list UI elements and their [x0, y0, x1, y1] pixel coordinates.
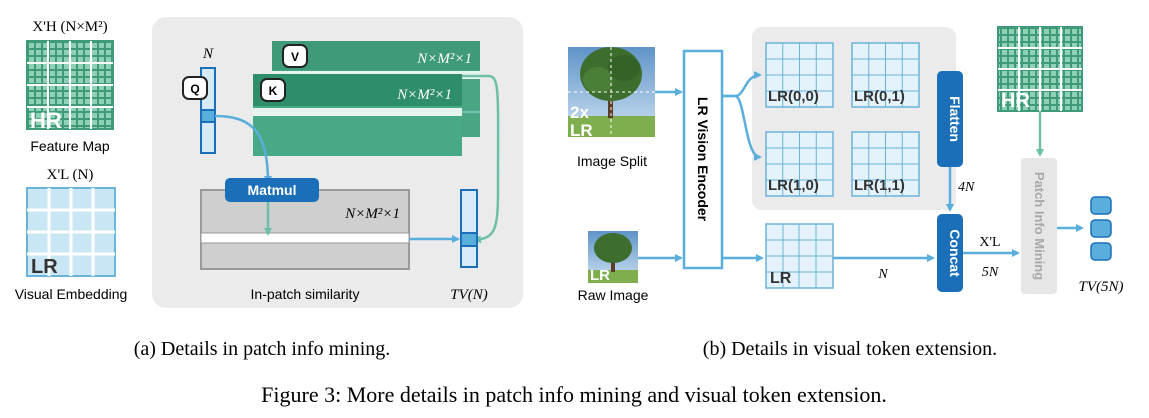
- patch-info-mining-block: [1021, 158, 1057, 294]
- sim-dims: N×M²×1: [344, 206, 400, 222]
- tv5n-label: TV(5N): [1079, 279, 1124, 295]
- matmul-badge: Matmul: [225, 178, 319, 202]
- v-badge: V: [282, 44, 308, 68]
- split-tag-2x: 2x: [570, 103, 589, 122]
- raw-tag: LR: [590, 267, 610, 284]
- q-to-matmul-arrow: [214, 114, 272, 184]
- lr-split-grid: LR(1,1): [851, 131, 920, 197]
- tv-label: TV(N): [450, 287, 488, 303]
- hr-feature-map: [26, 40, 114, 130]
- svg-text:V: V: [291, 50, 299, 64]
- mining-label: Patch Info Mining: [1032, 172, 1047, 280]
- caption-a: (a) Details in patch info mining.: [134, 338, 391, 360]
- hr-map-label: X'H (N×M²): [32, 19, 107, 35]
- v-dims: N×M²×1: [416, 51, 472, 67]
- image-split-caption: Image Split: [577, 153, 647, 169]
- in-patch-caption: In-patch similarity: [251, 286, 360, 302]
- lr-split-grid-label: LR(1,0): [768, 177, 819, 194]
- lr-split-grid-label: LR(0,0): [768, 88, 819, 105]
- caption-b: (b) Details in visual token extension.: [703, 338, 997, 360]
- svg-text:Matmul: Matmul: [248, 182, 297, 198]
- v-to-output-arrow: [462, 74, 500, 244]
- lr-split-grid: LR(0,1): [851, 42, 920, 108]
- n-label-b: N: [877, 267, 888, 282]
- visual-embedding-caption: Visual Embedding: [15, 286, 128, 302]
- q-badge: Q: [182, 76, 208, 100]
- flatten-label: Flatten: [947, 96, 963, 142]
- k-dims: N×M²×1: [396, 87, 452, 103]
- lr-embed-label: X'L (N): [47, 167, 94, 183]
- k-block: [253, 74, 462, 156]
- encoder-to-grids-arrow-bottom: [722, 94, 762, 161]
- feature-map-caption: Feature Map: [30, 138, 110, 154]
- svg-text:Q: Q: [190, 82, 199, 96]
- lr-split-grid: LR(0,0): [765, 42, 834, 108]
- lr-grid-label: LR: [770, 270, 792, 287]
- figure-caption: Figure 3: More details in patch info min…: [261, 382, 887, 407]
- lr-split-grid-label: LR(1,1): [854, 177, 905, 194]
- concat-block: [937, 214, 963, 292]
- tv5n-tokens: [1090, 196, 1112, 261]
- four-n-label: 4N: [958, 180, 975, 195]
- split-tag-lr: LR: [570, 121, 593, 140]
- lr-visual-embedding: [26, 187, 116, 277]
- similarity-block: [200, 189, 410, 270]
- image-split-photo: [568, 47, 655, 137]
- concat-label: Concat: [947, 229, 963, 277]
- encoder-label: LR Vision Encoder: [695, 97, 711, 222]
- raw-image-photo: [588, 231, 638, 283]
- k-badge: K: [260, 78, 286, 102]
- svg-text:K: K: [269, 84, 278, 98]
- tv-output-vector: [460, 189, 478, 268]
- n-label: N: [202, 46, 214, 62]
- hr-tag: HR: [30, 108, 62, 133]
- lr-split-grid-label: LR(0,1): [854, 88, 905, 105]
- flatten-block: [937, 71, 963, 167]
- raw-image-caption: Raw Image: [578, 287, 649, 303]
- lr-raw-grid: [765, 223, 834, 289]
- xl-label: X'L: [979, 235, 1000, 250]
- lr-split-grid: LR(1,0): [765, 131, 834, 197]
- hr-tag-b: HR: [1001, 90, 1030, 112]
- lr-tag: LR: [31, 256, 58, 278]
- five-n-label: 5N: [982, 265, 999, 280]
- lr-vision-encoder: [682, 49, 724, 270]
